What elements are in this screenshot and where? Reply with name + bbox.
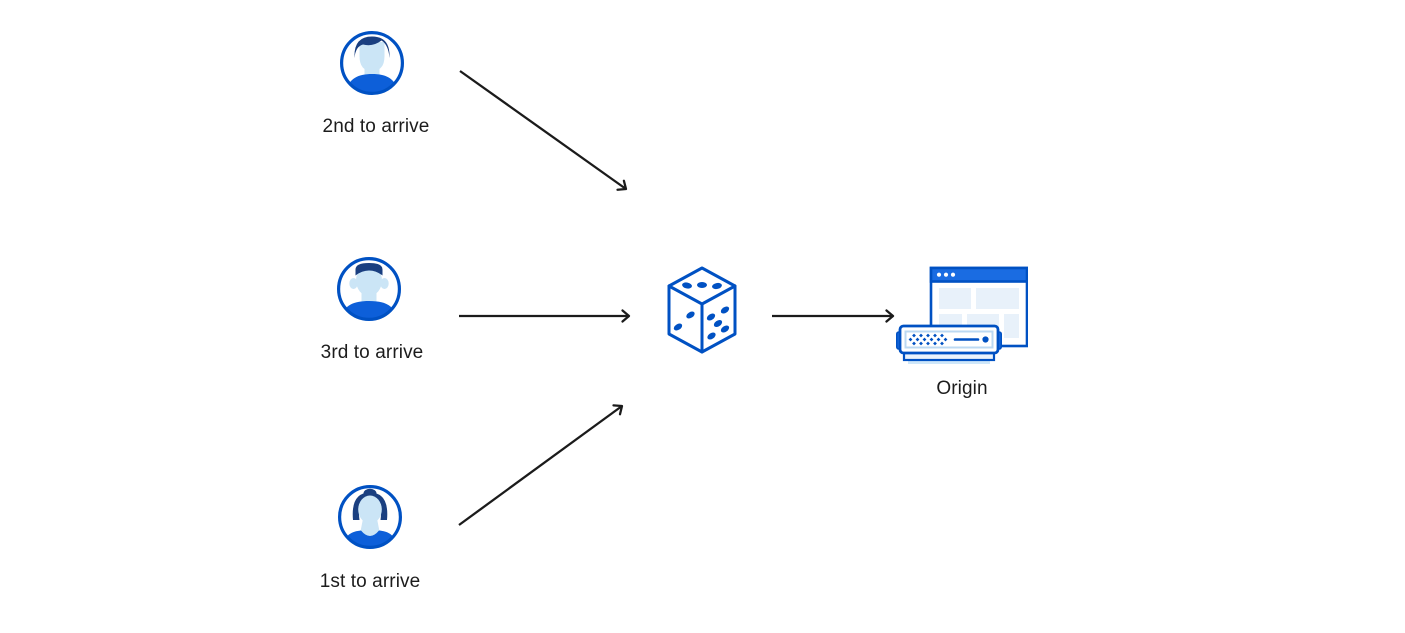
visitor-second-node <box>339 30 405 96</box>
arrow-visitor-second-to-dice <box>459 70 628 191</box>
origin-server-icon <box>896 266 1028 364</box>
man-avatar-icon <box>337 257 401 321</box>
server-vent-pattern <box>908 333 948 346</box>
dice-icon <box>667 266 737 354</box>
visitor-first-node <box>337 484 403 550</box>
random-selector-node <box>665 265 739 355</box>
arrow-visitor-first-to-dice <box>458 404 624 526</box>
origin-node <box>896 262 1028 364</box>
origin-label: Origin <box>936 378 988 399</box>
visitor-label: 1st to arrive <box>319 571 421 592</box>
visitor-label: 2nd to arrive <box>322 116 430 137</box>
visitor-label: 3rd to arrive <box>320 342 424 363</box>
woman-avatar-icon <box>338 485 402 549</box>
man-avatar-icon <box>340 31 404 95</box>
visitor-third-node <box>336 256 402 322</box>
